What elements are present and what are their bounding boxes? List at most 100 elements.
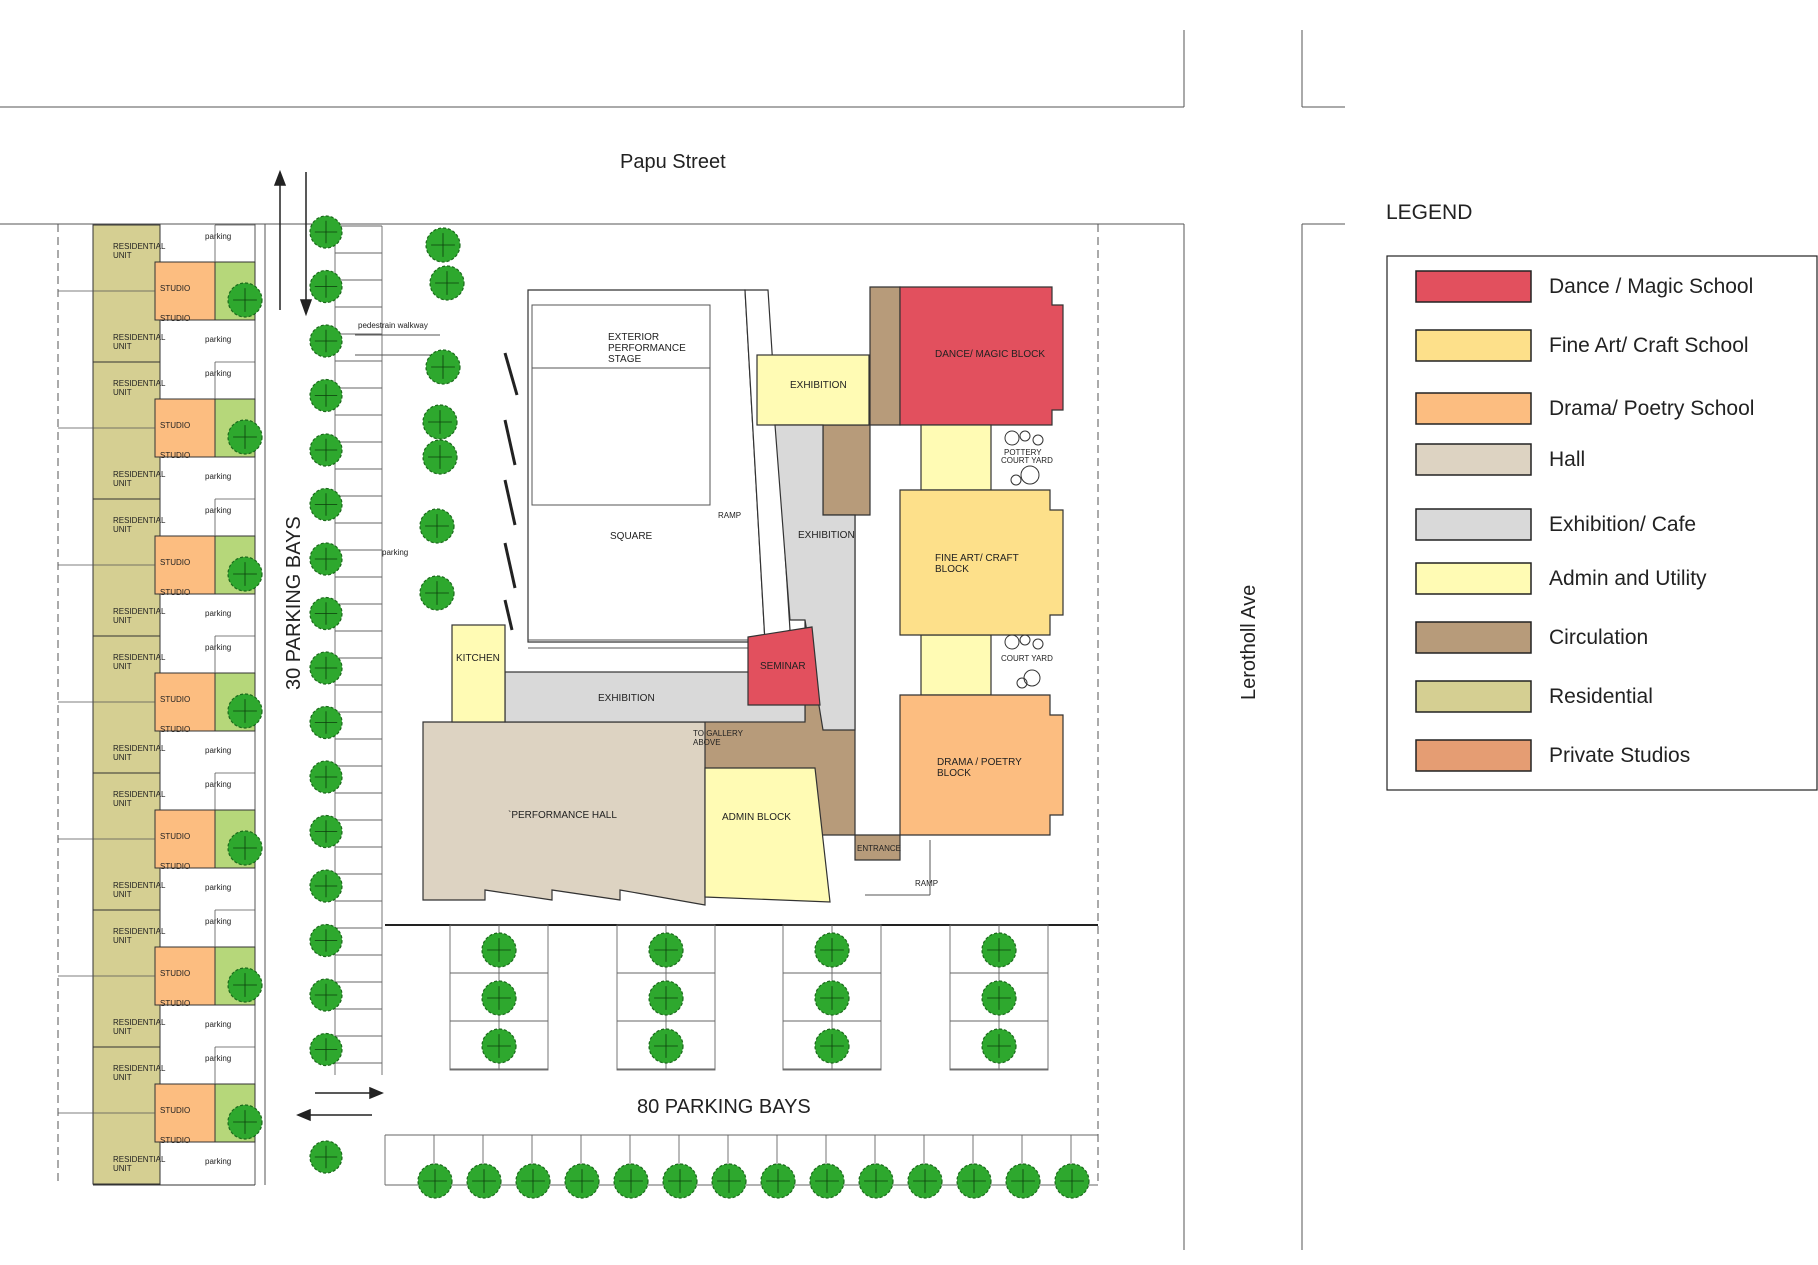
residential-unit-label: UNIT bbox=[113, 251, 132, 260]
tree-icon bbox=[956, 1163, 992, 1199]
legend-swatch bbox=[1415, 392, 1532, 425]
studio-label: STUDIO bbox=[160, 588, 190, 597]
tree-icon bbox=[809, 1163, 845, 1199]
trees bbox=[227, 215, 1090, 1199]
tree-icon bbox=[309, 378, 343, 413]
residential-parking-label: parking bbox=[205, 506, 231, 515]
residential-unit bbox=[92, 772, 161, 911]
tree-icon bbox=[515, 1163, 551, 1199]
legend-item: Exhibition/ Cafe bbox=[1415, 508, 1696, 541]
studio-label: STUDIO bbox=[160, 558, 190, 567]
legend-swatch bbox=[1415, 739, 1532, 772]
legend-label: Drama/ Poetry School bbox=[1549, 397, 1754, 420]
tree-icon bbox=[425, 227, 461, 263]
parking-island bbox=[782, 924, 882, 1071]
residential-parking-label: parking bbox=[205, 780, 231, 789]
residential-parking-label: parking bbox=[205, 232, 231, 241]
residential-strip: RESIDENTIALUNITSTUDIOSTUDIORESIDENTIALUN… bbox=[58, 224, 266, 1186]
tree-icon bbox=[648, 980, 684, 1016]
residential-module: RESIDENTIALUNITSTUDIOSTUDIORESIDENTIALUN… bbox=[58, 772, 256, 911]
tree-icon bbox=[227, 1104, 263, 1140]
residential-unit-label: RESIDENTIAL bbox=[113, 379, 166, 388]
tree-icon bbox=[309, 1140, 343, 1174]
tree-icon bbox=[227, 830, 263, 866]
entrance-ramp-label: RAMP bbox=[915, 879, 938, 888]
legend-swatch bbox=[1415, 270, 1532, 303]
tree-icon bbox=[981, 1028, 1017, 1064]
exhibition-low-label: EXHIBITION bbox=[598, 693, 655, 704]
studio-label: STUDIO bbox=[160, 832, 190, 841]
studio-label: STUDIO bbox=[160, 695, 190, 704]
stage-label-1: EXTERIOR bbox=[608, 332, 659, 343]
residential-parking-label: parking bbox=[205, 746, 231, 755]
legend-swatch bbox=[1415, 680, 1532, 713]
studio-label: STUDIO bbox=[160, 999, 190, 1008]
residential-parking-label: parking bbox=[205, 609, 231, 618]
legend-item: Dance / Magic School bbox=[1415, 270, 1753, 303]
court-yard bbox=[1004, 634, 1044, 689]
tree-icon bbox=[309, 1032, 343, 1067]
studio bbox=[154, 398, 216, 458]
to-gallery-label-1: TO GALLERY bbox=[693, 729, 744, 738]
lerotholl-ave-label: Lerotholl Ave bbox=[1238, 585, 1260, 700]
facade-screens bbox=[503, 352, 519, 631]
studio bbox=[154, 672, 216, 732]
tree-icon bbox=[648, 1028, 684, 1064]
tree-icon bbox=[481, 980, 517, 1016]
south-parking: 80 PARKING BAYS bbox=[384, 924, 1098, 1186]
tree-icon bbox=[309, 651, 343, 685]
residential-module: RESIDENTIALUNITSTUDIOSTUDIORESIDENTIALUN… bbox=[58, 224, 256, 363]
admin-block bbox=[704, 767, 831, 903]
tree-icon bbox=[422, 439, 458, 475]
legend-title: LEGEND bbox=[1386, 201, 1472, 224]
admin-strip-lower bbox=[920, 634, 992, 696]
tree-icon bbox=[417, 1163, 453, 1199]
studio-label: STUDIO bbox=[160, 725, 190, 734]
tree-icon bbox=[907, 1163, 943, 1199]
residential-parking-label: parking bbox=[205, 472, 231, 481]
drama-poetry-block bbox=[899, 694, 1064, 836]
performance-hall-label: `PERFORMANCE HALL bbox=[508, 809, 617, 821]
residential-unit-label: UNIT bbox=[113, 753, 132, 762]
residential-module: RESIDENTIALUNITSTUDIOSTUDIORESIDENTIALUN… bbox=[58, 361, 256, 500]
pottery-label-2: COURT YARD bbox=[1001, 456, 1053, 465]
tree-icon bbox=[227, 282, 263, 318]
residential-unit-label: UNIT bbox=[113, 342, 132, 351]
legend-swatch bbox=[1415, 621, 1532, 654]
legend-item: Private Studios bbox=[1415, 739, 1690, 772]
legend-item: Circulation bbox=[1415, 621, 1648, 654]
admin-strip-upper bbox=[920, 424, 992, 491]
tree-icon bbox=[309, 760, 343, 794]
residential-unit bbox=[92, 498, 161, 637]
residential-parking-label: parking bbox=[205, 643, 231, 652]
residential-unit-label: UNIT bbox=[113, 616, 132, 625]
tree-icon bbox=[981, 980, 1017, 1016]
square-ramp-label: RAMP bbox=[718, 511, 741, 520]
legend-item: Residential bbox=[1415, 680, 1653, 713]
pottery-courtyard bbox=[1004, 430, 1044, 486]
legend-label: Fine Art/ Craft School bbox=[1549, 334, 1749, 357]
residential-unit bbox=[92, 1046, 161, 1185]
tree-icon bbox=[309, 269, 343, 304]
residential-unit-label: UNIT bbox=[113, 1027, 132, 1036]
west-parking-note: parking bbox=[382, 548, 408, 557]
legend-label: Private Studios bbox=[1549, 744, 1690, 767]
legend-label: Residential bbox=[1549, 685, 1653, 708]
legend-label: Hall bbox=[1549, 448, 1585, 471]
studio bbox=[154, 809, 216, 869]
residential-unit-label: RESIDENTIAL bbox=[113, 242, 166, 251]
tree-icon bbox=[309, 487, 343, 522]
tree-icon bbox=[309, 705, 343, 740]
tree-icon bbox=[662, 1163, 698, 1199]
residential-unit-label: RESIDENTIAL bbox=[113, 470, 166, 479]
studio-label: STUDIO bbox=[160, 421, 190, 430]
tree-icon bbox=[419, 508, 455, 544]
seminar-label: SEMINAR bbox=[760, 661, 806, 672]
tree-icon bbox=[309, 324, 343, 358]
residential-parking-label: parking bbox=[205, 917, 231, 926]
tree-icon bbox=[309, 814, 343, 849]
buildings: `PERFORMANCE HALL ADMIN BLOCK EXHIBITION… bbox=[422, 286, 1064, 906]
residential-parking-label: parking bbox=[205, 1054, 231, 1063]
